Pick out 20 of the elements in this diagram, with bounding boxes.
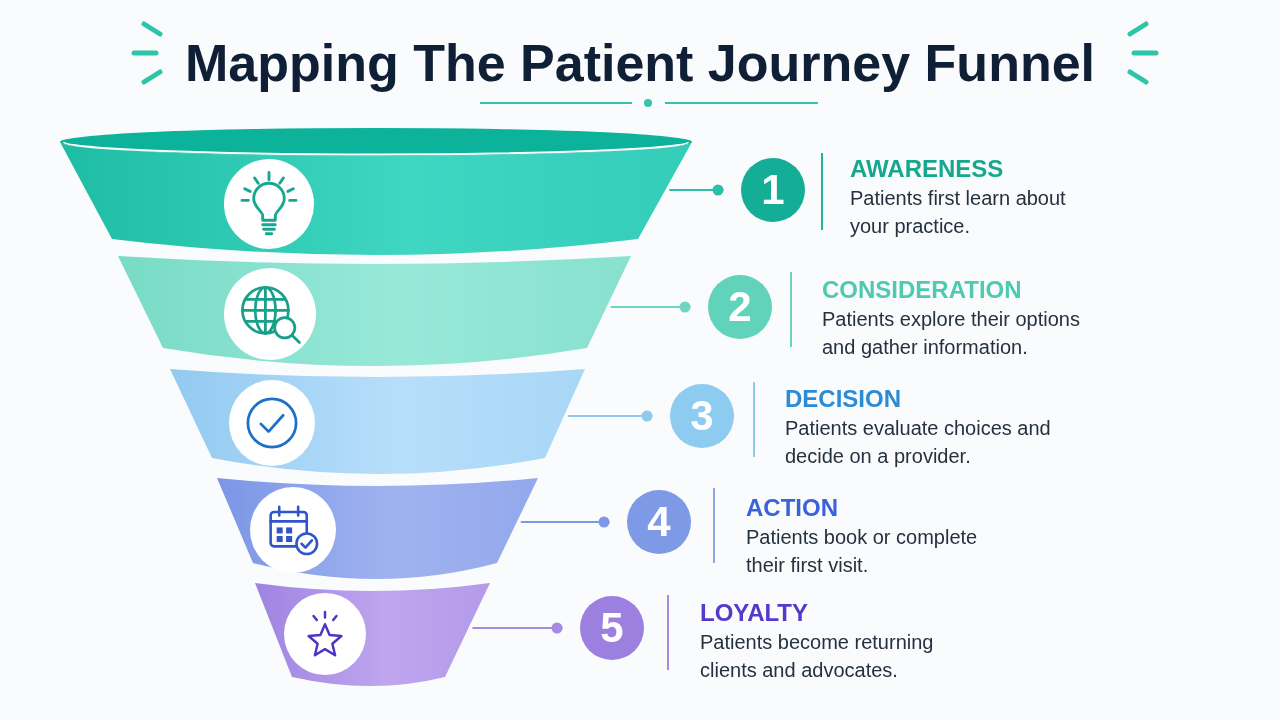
stage-heading: AWARENESS bbox=[850, 153, 1004, 184]
funnel-band bbox=[60, 128, 692, 255]
connector-line bbox=[609, 301, 692, 313]
stage-description: Patients evaluate choices and decide on a provider. bbox=[785, 415, 1052, 469]
stage-description: Patients explore their options and gather information. bbox=[822, 306, 1081, 360]
funnel-band bbox=[217, 478, 538, 579]
stage-heading: LOYALTY bbox=[700, 597, 808, 628]
stage-description: Patients become returning clients and advocates. bbox=[700, 629, 935, 683]
funnel-band bbox=[170, 369, 585, 474]
stage-heading: ACTION bbox=[746, 492, 838, 523]
funnel-band bbox=[118, 256, 631, 366]
stage-description: Patients book or complete their first visit. bbox=[746, 524, 979, 578]
stage-heading: DECISION bbox=[785, 383, 901, 414]
connector-line bbox=[471, 622, 564, 634]
connector-line bbox=[668, 184, 725, 196]
connector-line bbox=[519, 516, 611, 528]
connector-line bbox=[566, 410, 654, 422]
stage-heading: CONSIDERATION bbox=[822, 274, 1022, 305]
stage-description: Patients first learn about your practice. bbox=[850, 185, 1067, 239]
funnel-band bbox=[255, 583, 490, 686]
